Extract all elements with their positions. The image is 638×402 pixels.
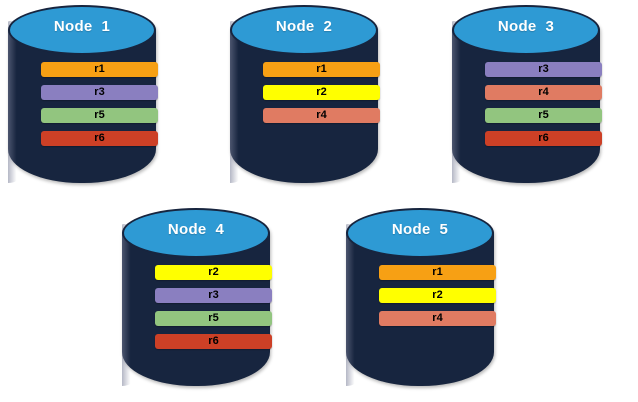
replica-bar[interactable]: r3 (485, 62, 602, 77)
replica-bar[interactable]: r3 (41, 85, 158, 100)
cylinder-body-shading (346, 224, 356, 386)
node-title: Node 5 (391, 221, 449, 238)
node-cylinder-5[interactable]: Node 5 r1 r2 r4 (346, 208, 496, 388)
node-cylinder-4[interactable]: Node 4 r2 r3 r5 r6 (122, 208, 272, 388)
replica-bar[interactable]: r1 (263, 62, 380, 77)
node-cylinder-2[interactable]: Node 2 r1 r2 r4 (230, 5, 380, 185)
cylinder-top-ellipse (346, 208, 494, 258)
cylinder-top-ellipse (230, 5, 378, 55)
replica-bar[interactable]: r3 (155, 288, 272, 303)
cylinder-top-ellipse (452, 5, 600, 55)
replica-list: r1 r2 r4 (379, 265, 496, 326)
cylinder-body-shading (8, 21, 18, 183)
node-title: Node 2 (275, 18, 333, 35)
node-cylinder-3[interactable]: Node 3 r3 r4 r5 r6 (452, 5, 602, 185)
replica-bar[interactable]: r2 (379, 288, 496, 303)
replica-bar[interactable]: r5 (155, 311, 272, 326)
node-title: Node 4 (167, 221, 225, 238)
replica-bar[interactable]: r4 (263, 108, 380, 123)
replica-list: r3 r4 r5 r6 (485, 62, 602, 146)
replica-list: r1 r3 r5 r6 (41, 62, 158, 146)
cylinder-top-ellipse (8, 5, 156, 55)
replica-bar[interactable]: r1 (41, 62, 158, 77)
replica-bar[interactable]: r6 (41, 131, 158, 146)
replica-bar[interactable]: r6 (155, 334, 272, 349)
replica-list: r2 r3 r5 r6 (155, 265, 272, 349)
node-title: Node 1 (53, 18, 111, 35)
replica-bar[interactable]: r2 (263, 85, 380, 100)
cylinder-body-shading (452, 21, 462, 183)
replica-bar[interactable]: r5 (41, 108, 158, 123)
replica-bar[interactable]: r5 (485, 108, 602, 123)
cylinder-body-shading (122, 224, 132, 386)
node-cylinder-1[interactable]: Node 1 r1 r3 r5 r6 (8, 5, 158, 185)
replica-bar[interactable]: r2 (155, 265, 272, 280)
replica-bar[interactable]: r4 (485, 85, 602, 100)
cylinder-top-ellipse (122, 208, 270, 258)
node-title: Node 3 (497, 18, 555, 35)
replica-bar[interactable]: r6 (485, 131, 602, 146)
cylinder-body-shading (230, 21, 240, 183)
replica-bar[interactable]: r1 (379, 265, 496, 280)
replica-bar[interactable]: r4 (379, 311, 496, 326)
replica-list: r1 r2 r4 (263, 62, 380, 123)
